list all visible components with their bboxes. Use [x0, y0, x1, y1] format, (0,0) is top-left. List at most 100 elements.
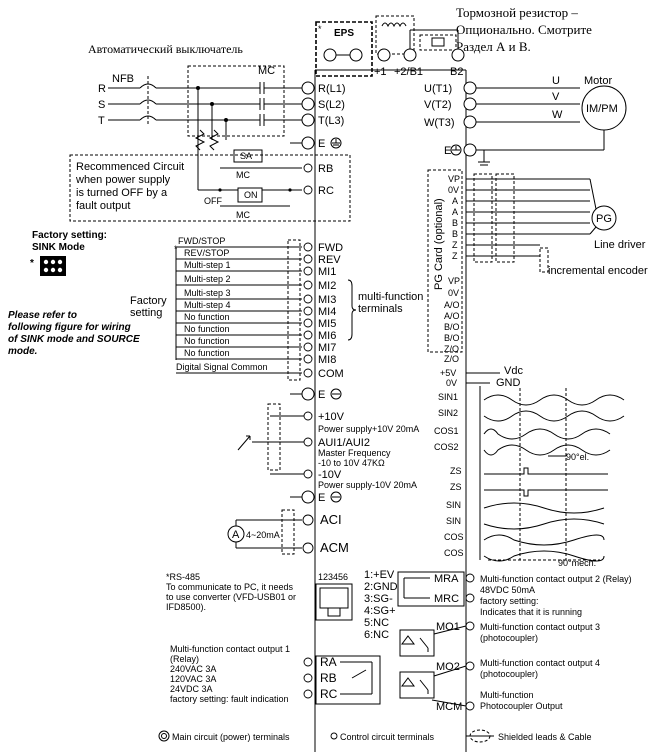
mech-label: 90°mech.	[558, 558, 596, 568]
mra-text-3: factory setting:	[480, 596, 539, 606]
rec-circuit-line-3: is turned OFF by a	[76, 187, 168, 199]
di-fn-4: Multi-step 3	[184, 288, 231, 298]
rec-circuit-line-1: Recommenced Circuit	[76, 161, 184, 173]
terminal-t-l3: T(L3)	[318, 115, 344, 127]
brake-resistor-note: Тормозной резистор – Опционально. Смотри…	[456, 5, 592, 54]
off-label: OFF	[204, 196, 222, 206]
pg-z-bar: Z	[452, 251, 458, 261]
relay1-line-6: factory setting: fault indication	[170, 694, 289, 704]
motor-letter-v: V	[552, 91, 560, 103]
pg-top-wires	[466, 173, 590, 263]
motor-title: Motor	[584, 75, 612, 87]
enc-cos2: COS2	[434, 442, 459, 452]
term-mi2: MI2	[318, 280, 336, 292]
rs485-line-1: *RS-485	[166, 572, 200, 582]
aui-desc-1: Master Frequency	[318, 448, 391, 458]
sink-note-4: mode.	[8, 346, 37, 357]
term-com: COM	[318, 368, 344, 380]
term-mi1: MI1	[318, 266, 336, 278]
di-fn-0: FWD/STOP	[178, 236, 225, 246]
terminal-mra: MRA	[434, 573, 459, 585]
eps-label: EPS	[334, 28, 354, 39]
di-fn-7: No function	[184, 324, 230, 334]
terminal-mrc: MRC	[434, 593, 459, 605]
sink-note-1: Please refer to	[8, 310, 77, 321]
brake-terminal-2: +2/B1	[394, 66, 423, 78]
minus10v-desc: Power supply-10V 20mA	[318, 480, 417, 490]
rec-circuit-line-2: when power supply	[75, 174, 171, 186]
terminal-rb: RB	[320, 671, 337, 685]
rs485-sig-4: 4:SG+	[364, 605, 396, 617]
ammeter-label: A	[232, 529, 240, 541]
pgo-ao-bar: A/O	[444, 311, 460, 321]
factory-setting-2: setting	[130, 307, 162, 319]
phase-t: T	[98, 115, 105, 127]
pg-b: B	[452, 218, 458, 228]
enc-sin2: SIN2	[438, 408, 458, 418]
pg-b-bar: B	[452, 229, 458, 239]
legend: Main circuit (power) terminals Control c…	[158, 729, 592, 743]
di-fn-1: REV/STOP	[184, 248, 229, 258]
minus10v-label: -10V	[318, 469, 342, 481]
pg-vp: VP	[448, 174, 460, 184]
ammeter-icon: A	[227, 525, 245, 543]
sink-star: *	[30, 258, 34, 269]
rs485-section: *RS-485 To communicate to PC, it needs t…	[166, 569, 398, 641]
mra-text-1: Multi-function contact output 2 (Relay)	[480, 574, 632, 584]
enc-sin-bar: SIN	[446, 516, 461, 526]
terminal-e-analog-2: E	[318, 492, 325, 504]
ground-icon	[330, 491, 342, 503]
rec-mc-label-2: MC	[236, 210, 250, 220]
terminal-e-analog: E	[318, 389, 325, 401]
legend-shield: Shielded leads & Cable	[498, 732, 592, 742]
mra-text-4: Indicates that it is running	[480, 607, 582, 617]
enc-cos1: COS1	[434, 426, 459, 436]
photocoupler-icon	[399, 629, 435, 657]
svg-text:*: *	[318, 24, 322, 34]
terminal-rc-top: RC	[318, 185, 334, 197]
enc-zs: ZS	[450, 466, 462, 476]
term-rev: REV	[318, 254, 341, 266]
terminal-mo1: MO1	[436, 621, 460, 633]
rec-mc-label-1: MC	[236, 170, 250, 180]
pg-0v: 0V	[448, 185, 459, 195]
motor-letter-u: U	[552, 75, 560, 87]
ground-icon	[330, 388, 342, 400]
enc-zs-bar: ZS	[450, 482, 462, 492]
line-driver-label: Line driver	[594, 239, 646, 251]
pgo-zo: Z/O	[444, 344, 459, 354]
rs485-sig-3: 3:SG-	[364, 593, 393, 605]
mo1-text-1: Multi-function contact output 3	[480, 622, 600, 632]
plus10v-desc: Power supply+10V 20mA	[318, 424, 419, 434]
pg-label: PG	[596, 213, 612, 225]
legend-main: Main circuit (power) terminals	[172, 732, 290, 742]
power-input: R S T NFB MC R(L1)	[98, 65, 346, 190]
photocoupler-icon	[399, 671, 435, 699]
enc-cos-bar: COS	[444, 548, 464, 558]
potentiometer-icon	[237, 435, 251, 451]
ma-range: 4~20mA	[246, 530, 280, 540]
di-fn-2: Multi-step 1	[184, 260, 231, 270]
analog-section: E +10V Power supply+10V 20mA AUI1/AUI2 M…	[227, 387, 419, 555]
legend-control: Control circuit terminals	[340, 732, 435, 742]
gnd-label: GND	[496, 377, 521, 389]
di-fn-5: Multi-step 4	[184, 300, 231, 310]
phase-r: R	[98, 83, 106, 95]
vdc-label: Vdc	[504, 365, 523, 377]
di-fn-8: No function	[184, 336, 230, 346]
brake-terminal-1: +1	[374, 66, 387, 78]
term-mi4: MI4	[318, 306, 336, 318]
pgo-bo-bar: B/O	[444, 333, 460, 343]
sink-note-2: following figure for wiring	[8, 322, 131, 333]
ground-icon	[330, 137, 342, 149]
motor-output: U(T1) V(T2) W(T3) U V W Motor IM/PM E	[424, 75, 627, 166]
mc-label: MC	[258, 65, 275, 77]
on-label: ON	[244, 190, 258, 200]
term-mi5: MI5	[318, 318, 336, 330]
mo1-text-2: (photocoupler)	[480, 633, 538, 643]
enc-sin: SIN	[446, 500, 461, 510]
term-fwd: FWD	[318, 242, 343, 254]
aci-label: ACI	[320, 512, 342, 527]
brake-note-line-1: Тормозной резистор –	[456, 5, 578, 20]
